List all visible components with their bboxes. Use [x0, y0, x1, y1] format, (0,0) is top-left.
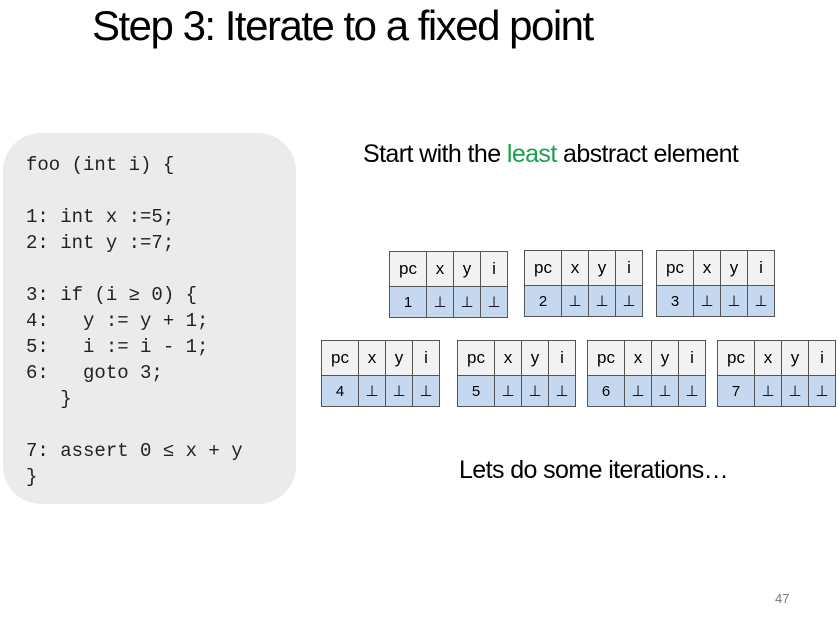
value-i: ⊥ [808, 375, 836, 407]
header-y: y [588, 250, 616, 286]
header-i: i [747, 250, 775, 286]
value-y: ⊥ [453, 286, 481, 318]
header-y: y [720, 250, 748, 286]
value-y: ⊥ [720, 285, 748, 317]
value-pc: 6 [587, 375, 625, 407]
header-i: i [808, 340, 836, 376]
value-x: ⊥ [494, 375, 522, 407]
value-pc: 4 [321, 375, 359, 407]
value-x: ⊥ [754, 375, 782, 407]
header-pc: pc [321, 340, 359, 376]
header-y: y [385, 340, 413, 376]
value-y: ⊥ [651, 375, 679, 407]
value-y: ⊥ [385, 375, 413, 407]
state-table-6: pc x y i 6 ⊥ ⊥ ⊥ [587, 340, 706, 407]
subtitle-post: abstract element [556, 140, 739, 168]
subtitle-pre: Start with the [363, 140, 507, 168]
value-x: ⊥ [624, 375, 652, 407]
header-x: x [754, 340, 782, 376]
code-listing: foo (int i) { 1: int x :=5; 2: int y :=7… [26, 154, 243, 488]
code-panel [3, 133, 296, 504]
value-y: ⊥ [588, 285, 616, 317]
header-i: i [548, 340, 576, 376]
value-y: ⊥ [781, 375, 809, 407]
header-x: x [426, 251, 454, 287]
value-pc: 7 [717, 375, 755, 407]
header-y: y [453, 251, 481, 287]
header-pc: pc [389, 251, 427, 287]
value-x: ⊥ [426, 286, 454, 318]
value-i: ⊥ [678, 375, 706, 407]
value-pc: 5 [457, 375, 495, 407]
value-y: ⊥ [521, 375, 549, 407]
header-x: x [494, 340, 522, 376]
value-i: ⊥ [548, 375, 576, 407]
value-pc: 3 [656, 285, 694, 317]
header-pc: pc [656, 250, 694, 286]
header-x: x [693, 250, 721, 286]
value-x: ⊥ [693, 285, 721, 317]
state-table-2: pc x y i 2 ⊥ ⊥ ⊥ [524, 250, 643, 317]
value-x: ⊥ [358, 375, 386, 407]
state-table-1: pc x y i 1 ⊥ ⊥ ⊥ [389, 251, 508, 318]
header-x: x [624, 340, 652, 376]
state-table-5: pc x y i 5 ⊥ ⊥ ⊥ [457, 340, 576, 407]
subtitle-accent: least [506, 140, 557, 168]
header-i: i [615, 250, 643, 286]
value-i: ⊥ [480, 286, 508, 318]
value-i: ⊥ [412, 375, 440, 407]
value-pc: 1 [389, 286, 427, 318]
header-i: i [480, 251, 508, 287]
iterations-note: Lets do some iterations… [459, 456, 729, 484]
value-i: ⊥ [747, 285, 775, 317]
value-i: ⊥ [615, 285, 643, 317]
header-pc: pc [717, 340, 755, 376]
state-table-3: pc x y i 3 ⊥ ⊥ ⊥ [656, 250, 775, 317]
subtitle: Start with the least abstract element [363, 138, 739, 170]
header-x: x [358, 340, 386, 376]
slide-title: Step 3: Iterate to a fixed point [92, 2, 594, 49]
value-pc: 2 [524, 285, 562, 317]
header-i: i [678, 340, 706, 376]
header-y: y [521, 340, 549, 376]
page-number: 47 [775, 591, 790, 606]
header-pc: pc [457, 340, 495, 376]
header-pc: pc [587, 340, 625, 376]
state-table-7: pc x y i 7 ⊥ ⊥ ⊥ [717, 340, 836, 407]
value-x: ⊥ [561, 285, 589, 317]
state-table-4: pc x y i 4 ⊥ ⊥ ⊥ [321, 340, 440, 407]
header-pc: pc [524, 250, 562, 286]
header-y: y [651, 340, 679, 376]
header-y: y [781, 340, 809, 376]
header-i: i [412, 340, 440, 376]
header-x: x [561, 250, 589, 286]
